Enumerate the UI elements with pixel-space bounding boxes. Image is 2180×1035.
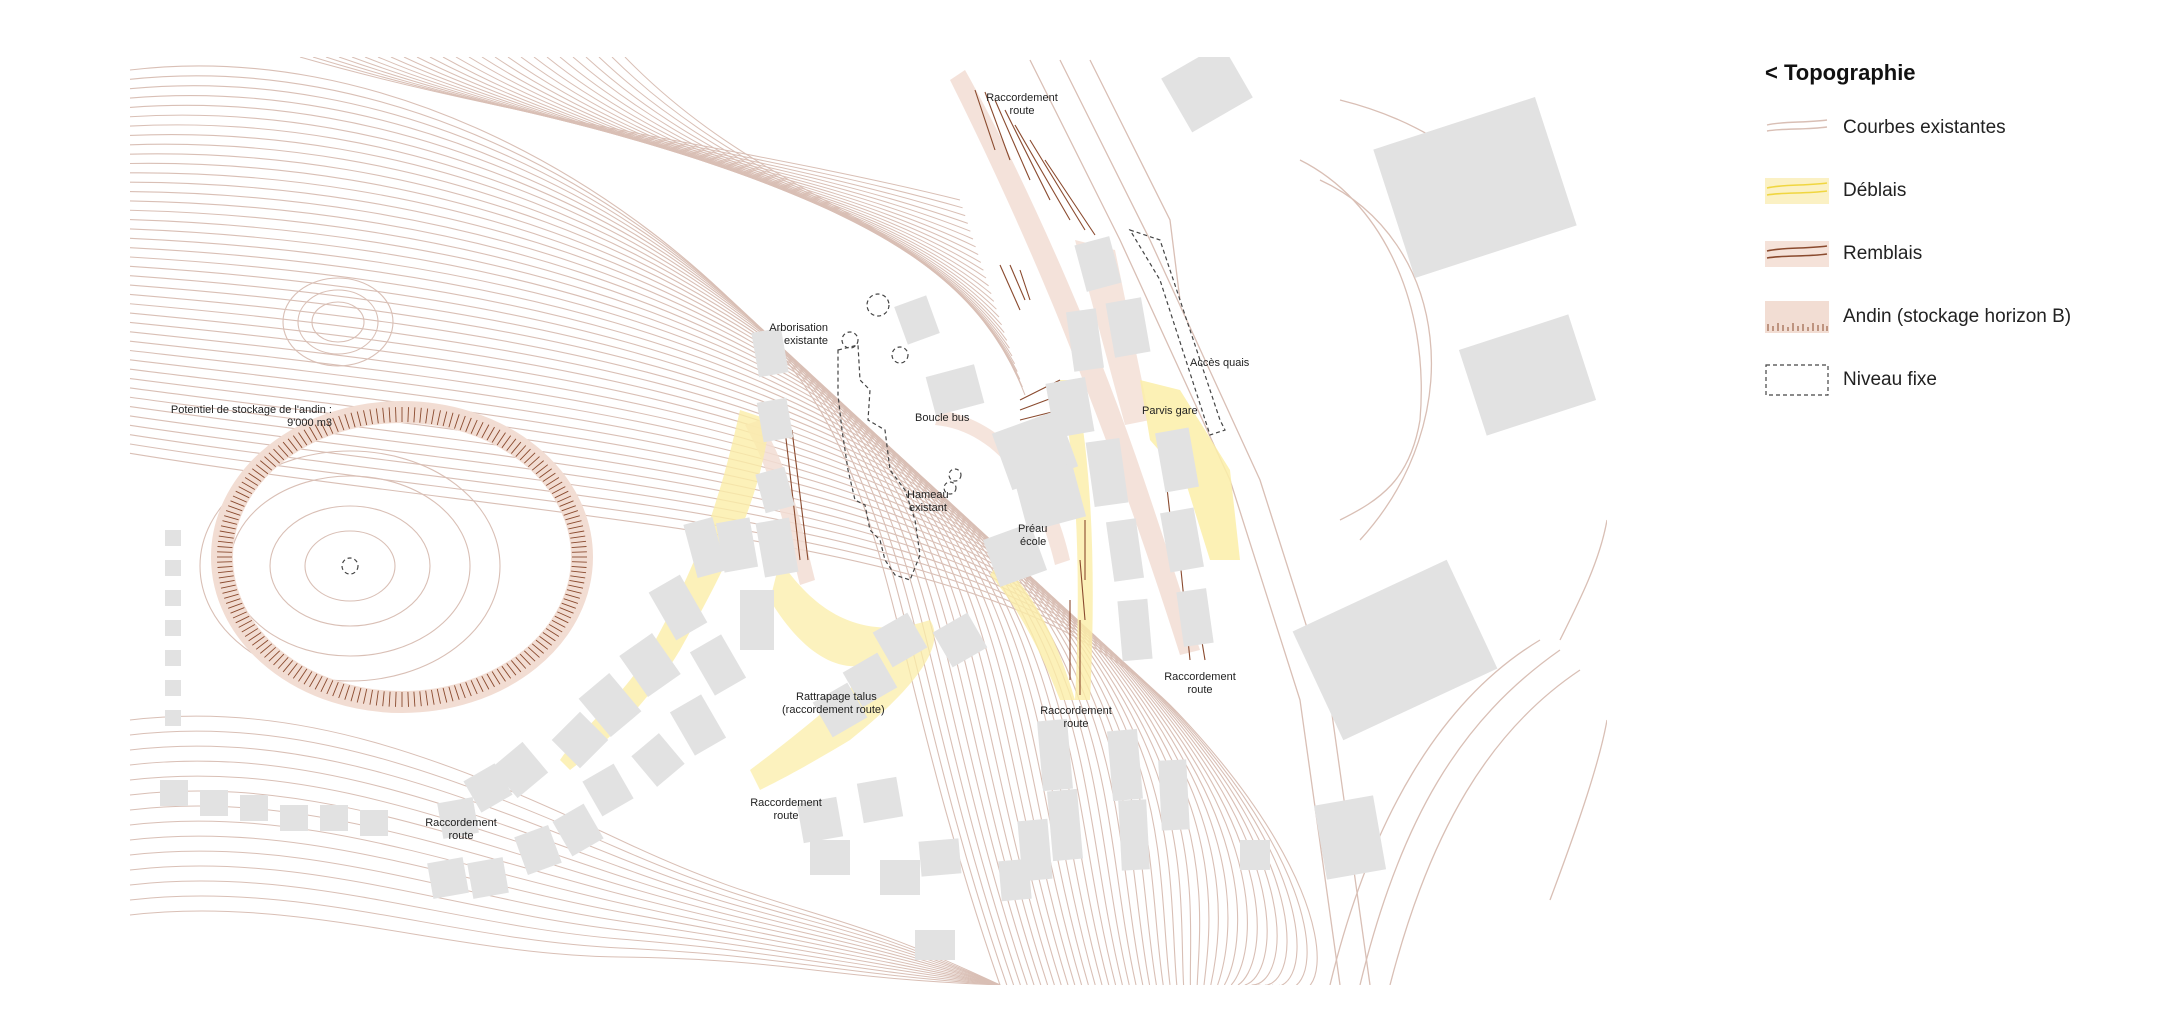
niveau-fixe-swatch-icon: [1765, 364, 1829, 396]
remblais-swatch-icon: [1765, 241, 1829, 267]
map-labels: Potentiel de stockage de l'andin :9'000 …: [171, 92, 1250, 842]
legend-item-courbes: Courbes existantes: [1765, 108, 2145, 148]
legend-label: Andin (stockage horizon B): [1843, 306, 2072, 327]
legend: < Topographie Courbes existantes Déblais…: [1765, 60, 2145, 423]
legend-label: Déblais: [1843, 180, 1907, 201]
label-acces: Accès quais: [1190, 357, 1250, 369]
legend-item-niveau: Niveau fixe: [1765, 360, 2145, 400]
legend-item-deblais: Déblais: [1765, 171, 2145, 211]
label-rattrapage: Rattrapage talus(raccordement route): [782, 691, 885, 716]
label-potentiel: Potentiel de stockage de l'andin :9'000 …: [171, 404, 332, 429]
legend-item-andin: Andin (stockage horizon B): [1765, 297, 2145, 337]
andin-swatch-icon: [1765, 301, 1829, 333]
legend-label: Remblais: [1843, 243, 1923, 264]
niveau-fixe-outlines: [341, 228, 1226, 581]
legend-item-remblais: Remblais: [1765, 234, 2145, 274]
buildings: [160, 57, 1597, 960]
contour-swatch-icon: [1766, 119, 1828, 132]
label-parvis: Parvis gare: [1142, 405, 1198, 417]
label-boucle-bus: Boucle bus: [915, 412, 970, 424]
deblais-swatch-icon: [1765, 178, 1829, 204]
legend-title: < Topographie: [1765, 60, 1916, 85]
legend-label: Niveau fixe: [1843, 369, 1937, 390]
andin-mound-ring: [211, 401, 593, 713]
legend-label: Courbes existantes: [1843, 117, 2006, 138]
